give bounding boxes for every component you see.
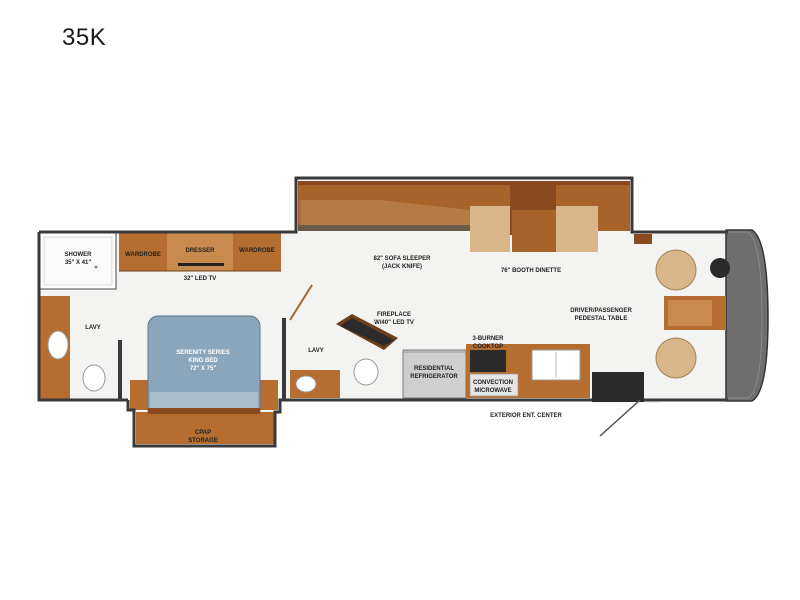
wardrobe-right-label: WARDROBE bbox=[239, 248, 275, 254]
wardrobe-left bbox=[119, 233, 167, 271]
tv-32 bbox=[178, 263, 224, 266]
fridge-label-1: RESIDENTIAL bbox=[414, 366, 454, 372]
bed-label-2: KING BED bbox=[188, 358, 218, 364]
dinette-cabinet-right bbox=[598, 181, 630, 231]
dinette-bench-right bbox=[556, 206, 598, 252]
slide-top-strip bbox=[298, 181, 630, 185]
shower-drain bbox=[94, 265, 98, 269]
wardrobe-right bbox=[233, 233, 281, 271]
bed-label-1: SERENITY SERIES bbox=[176, 350, 230, 356]
driver-seat bbox=[655, 249, 697, 291]
cpap-label-1: CPAP bbox=[195, 430, 211, 436]
mid-sink bbox=[295, 375, 317, 393]
cooktop-label-1: 3-BURNER bbox=[472, 336, 504, 342]
fridge-label-2: REFRIGERATOR bbox=[410, 374, 458, 380]
mid-lavy-label: LAVY bbox=[308, 348, 324, 354]
wardrobe-left-label: WARDROBE bbox=[125, 252, 161, 258]
entry-door bbox=[599, 399, 641, 437]
cooktop bbox=[470, 350, 506, 372]
steering-wheel bbox=[710, 258, 730, 278]
rear-toilet bbox=[82, 364, 106, 392]
bath-door bbox=[289, 284, 313, 321]
rear-lavy-label: LAVY bbox=[85, 325, 101, 331]
bed-headboard bbox=[148, 408, 260, 414]
mid-toilet bbox=[353, 358, 379, 386]
bed-nightstand-left bbox=[130, 380, 150, 410]
tv-32-label: 32" LED TV bbox=[184, 276, 217, 282]
dash-panel bbox=[634, 234, 652, 244]
dinette-bench-left bbox=[470, 206, 510, 252]
sofa-label-1: 82" SOFA SLEEPER bbox=[374, 256, 432, 262]
windshield-line bbox=[728, 231, 763, 399]
passenger-seat bbox=[655, 337, 697, 379]
exterior-ent-center-label: EXTERIOR ENT. CENTER bbox=[490, 413, 562, 419]
cab-front bbox=[725, 229, 769, 402]
fireplace-label-1: FIREPLACE bbox=[377, 312, 411, 318]
pedestal-table-top bbox=[668, 300, 712, 326]
model-title: 35K bbox=[62, 24, 107, 51]
sofa-seat-band bbox=[298, 225, 470, 231]
cpap-label-2: STORAGE bbox=[188, 438, 218, 444]
bed-label-3: 72" X 75" bbox=[190, 366, 217, 372]
dinette-label: 76" BOOTH DINETTE bbox=[501, 268, 561, 274]
mid-bath-wall bbox=[282, 318, 286, 400]
residential-refrigerator bbox=[402, 349, 467, 399]
shower-size-label: 35" X 41" bbox=[65, 260, 92, 266]
bed-nightstand-right bbox=[258, 380, 278, 410]
sofa-label-2: (JACK KNIFE) bbox=[382, 264, 422, 270]
fireplace-tv bbox=[340, 318, 394, 346]
shower-label: SHOWER bbox=[65, 252, 93, 258]
pedestal-label-1: DRIVER/PASSENGER bbox=[570, 308, 632, 314]
entry-steps bbox=[592, 372, 644, 402]
bath-wall bbox=[118, 340, 122, 400]
pedestal-label-2: PEDESTAL TABLE bbox=[575, 316, 628, 322]
dresser-label: DRESSER bbox=[185, 248, 215, 254]
microwave-label-1: CONVECTION bbox=[473, 380, 513, 386]
fireplace-label-2: W/40" LED TV bbox=[374, 320, 414, 326]
dinette-table-lower bbox=[512, 210, 556, 252]
cooktop-label-2: COOKTOP bbox=[473, 344, 503, 350]
exterior-walls bbox=[37, 176, 728, 448]
cpap-storage bbox=[136, 412, 274, 444]
rear-sink bbox=[47, 330, 69, 360]
shower-pan bbox=[43, 236, 113, 286]
microwave-label-2: MICROWAVE bbox=[474, 388, 511, 394]
sofa-cushion bbox=[300, 200, 470, 225]
convection-microwave bbox=[469, 373, 519, 397]
